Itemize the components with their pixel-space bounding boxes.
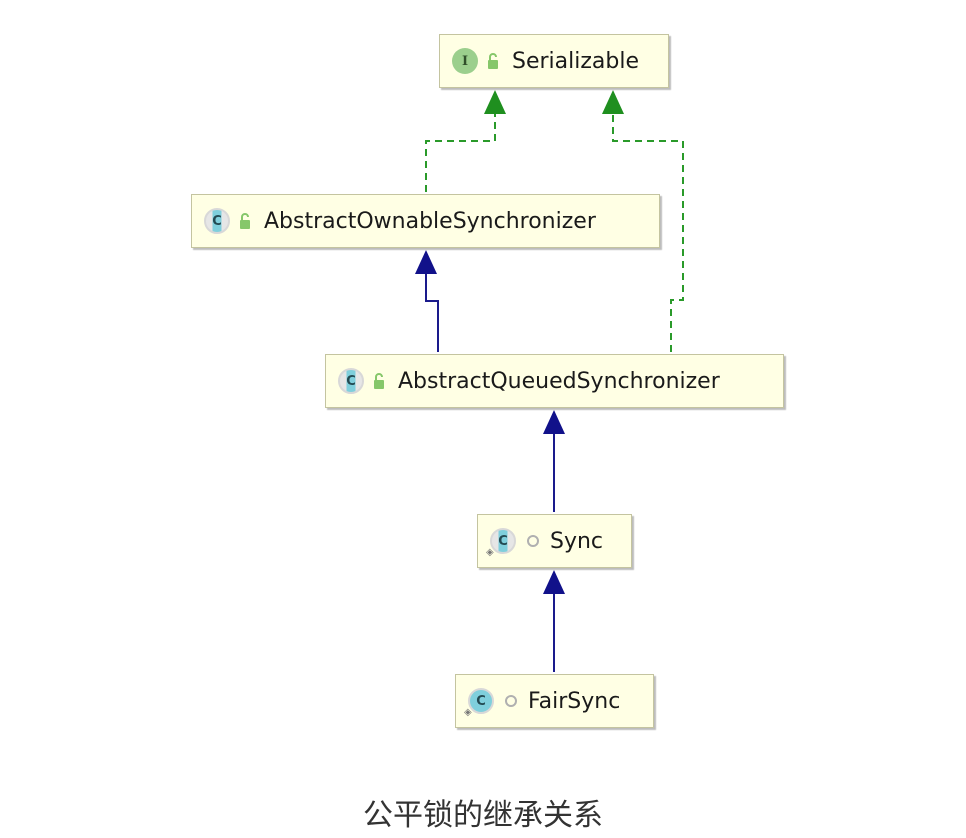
static-pin-icon: ◈ xyxy=(486,547,494,558)
edge-aos-implements-serializable xyxy=(425,90,506,192)
abstract-class-icon: C xyxy=(204,208,230,234)
node-abstract-ownable-synchronizer[interactable]: C AbstractOwnableSynchronizer xyxy=(191,194,660,248)
node-label: Serializable xyxy=(512,48,640,74)
public-lock-icon xyxy=(372,372,390,390)
static-class-icon: C ◈ xyxy=(464,688,494,718)
node-label: AbstractOwnableSynchronizer xyxy=(264,208,596,234)
node-abstract-queued-synchronizer[interactable]: C AbstractQueuedSynchronizer xyxy=(325,354,784,408)
figure-caption: 公平锁的继承关系 xyxy=(363,798,603,833)
edge-aqs-extends-aos xyxy=(415,250,439,352)
node-serializable[interactable]: I Serializable xyxy=(439,34,669,88)
node-label: Sync xyxy=(550,528,604,554)
package-private-icon xyxy=(502,692,520,710)
node-sync[interactable]: C ◈ Sync xyxy=(477,514,632,568)
interface-icon: I xyxy=(452,48,478,74)
edge-fairsync-extends-sync xyxy=(543,570,565,672)
public-lock-icon xyxy=(238,212,256,230)
node-label: FairSync xyxy=(528,688,621,714)
edge-aqs-implements-serializable xyxy=(602,90,684,352)
abstract-class-icon: C xyxy=(338,368,364,394)
class-letter: C xyxy=(498,533,508,549)
class-letter: C xyxy=(476,693,486,709)
static-abstract-class-icon: C ◈ xyxy=(486,528,516,558)
static-pin-icon: ◈ xyxy=(464,707,472,718)
node-fairsync[interactable]: C ◈ FairSync xyxy=(455,674,654,728)
node-label: AbstractQueuedSynchronizer xyxy=(398,368,720,394)
edge-sync-extends-aqs xyxy=(543,410,565,512)
package-private-icon xyxy=(524,532,542,550)
public-lock-icon xyxy=(486,52,504,70)
